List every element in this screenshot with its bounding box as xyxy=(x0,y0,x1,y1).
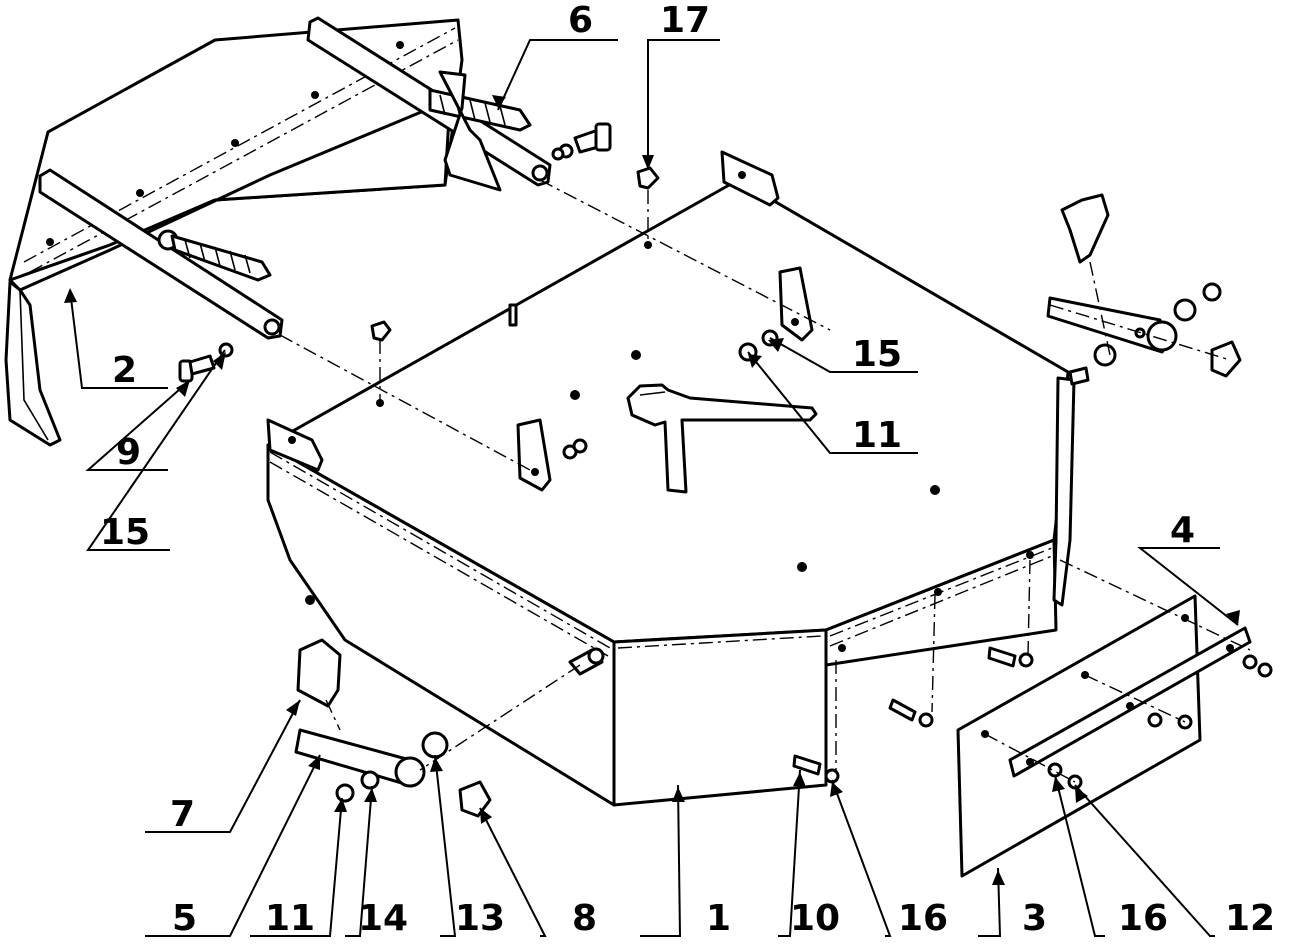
label-5: 5 xyxy=(172,898,197,939)
leaders xyxy=(69,39,1239,937)
label-15-left: 15 xyxy=(100,512,150,553)
label-16-mid: 16 xyxy=(898,898,948,939)
label-1: 1 xyxy=(706,898,731,939)
label-8: 8 xyxy=(572,898,597,939)
nut-deck-center xyxy=(562,438,588,460)
label-4: 4 xyxy=(1170,510,1195,551)
label-11-bottom: 11 xyxy=(265,898,315,939)
label-17: 17 xyxy=(660,0,710,41)
label-6: 6 xyxy=(568,0,593,41)
callout-labels: 6 17 2 9 15 15 11 4 7 5 11 14 13 8 1 10 … xyxy=(100,0,1275,939)
label-11-top: 11 xyxy=(852,415,902,456)
mower-deck xyxy=(266,150,1090,807)
label-12: 12 xyxy=(1225,898,1275,939)
right-pin-assembly xyxy=(1046,193,1242,378)
label-3: 3 xyxy=(1022,898,1047,939)
bolt-upper xyxy=(551,122,612,161)
bolts-10-16 xyxy=(792,646,1034,784)
center-lines xyxy=(279,179,1251,783)
left-pin-assembly xyxy=(294,638,492,818)
label-2: 2 xyxy=(112,350,137,391)
lower-support-bar xyxy=(38,168,284,340)
label-14: 14 xyxy=(358,898,408,939)
mounting-strip xyxy=(1008,626,1273,790)
label-15-right: 15 xyxy=(852,334,902,375)
label-16-right: 16 xyxy=(1118,898,1168,939)
label-10: 10 xyxy=(790,898,840,939)
knob-17 xyxy=(636,166,660,190)
label-9: 9 xyxy=(116,432,141,473)
label-13: 13 xyxy=(455,898,505,939)
knob-left xyxy=(370,320,392,342)
label-7: 7 xyxy=(170,794,195,835)
upper-support-bar xyxy=(306,16,552,192)
arrowheads xyxy=(64,95,1240,885)
